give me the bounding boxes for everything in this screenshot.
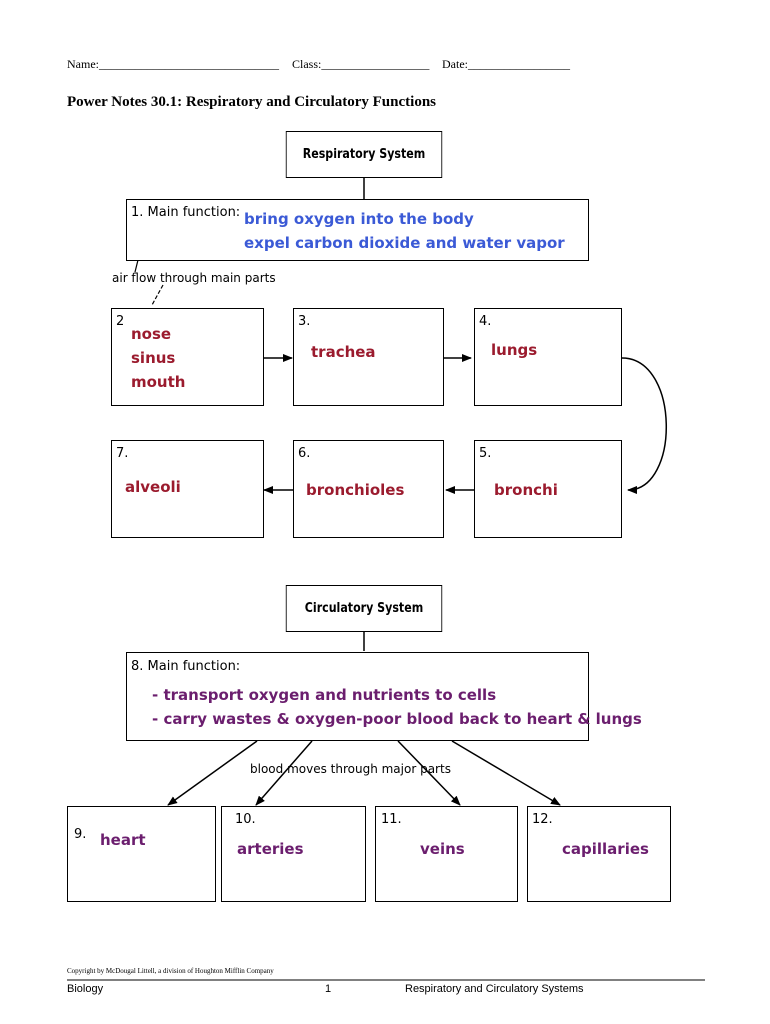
respiratory-function-line-1: bring oxygen into the body — [244, 210, 474, 228]
box-4-number: 4. — [479, 314, 492, 329]
box-4-answer: lungs — [491, 341, 538, 359]
respiratory-box-5: 5. bronchi — [474, 440, 622, 538]
date-field-label: Date:_________________ — [442, 57, 570, 71]
box-6-number: 6. — [298, 446, 311, 461]
box-10-number: 10. — [235, 812, 256, 827]
footer-chapter: Respiratory and Circulatory Systems — [405, 983, 584, 995]
circulatory-box-11: 11. veins — [375, 806, 518, 902]
respiratory-system-title-box: Respiratory System — [285, 131, 443, 178]
circulatory-box-12: 12. capillaries — [527, 806, 671, 902]
box-11-number: 11. — [381, 812, 402, 827]
respiratory-box-3: 3. trachea — [293, 308, 444, 406]
class-field-label: Class:__________________ — [292, 57, 430, 71]
box-9-answer: heart — [100, 831, 146, 849]
circulatory-function-line-2: - carry wastes & oxygen-poor blood back … — [152, 710, 642, 728]
box-2-number: 2 — [116, 314, 125, 329]
box-7-number: 7. — [116, 446, 129, 461]
respiratory-box-2: 2 nose sinus mouth — [111, 308, 264, 406]
circulatory-box-10: 10. arteries — [221, 806, 366, 902]
box-11-answer: veins — [420, 840, 465, 858]
circulatory-system-title: Circulatory System — [304, 601, 424, 616]
circulatory-main-function-box: 8. Main function: - transport oxygen and… — [126, 652, 642, 741]
footer-subject: Biology — [67, 983, 104, 995]
name-field-label: Name:______________________________ — [67, 57, 279, 71]
respiratory-box-6: 6. bronchioles — [293, 440, 444, 538]
box-3-answer: trachea — [311, 343, 376, 361]
box-12-number: 12. — [532, 812, 553, 827]
respiratory-main-function-label: 1. Main function: — [131, 205, 241, 220]
box-12-answer: capillaries — [562, 840, 649, 858]
circulatory-function-line-1: - transport oxygen and nutrients to cell… — [152, 686, 497, 704]
circulatory-system-title-box: Circulatory System — [285, 585, 443, 632]
respiratory-main-function-box: 1. Main function: bring oxygen into the … — [126, 199, 589, 261]
footer-page-number: 1 — [325, 983, 332, 995]
box-6-answer: bronchioles — [306, 481, 405, 499]
respiratory-function-line-2: expel carbon dioxide and water vapor — [244, 234, 565, 252]
page-title: Power Notes 30.1: Respiratory and Circul… — [67, 94, 436, 110]
circulatory-main-function-label: 8. Main function: — [131, 659, 241, 674]
respiratory-box-4: 4. lungs — [474, 308, 622, 406]
box-2-answer-2: sinus — [131, 349, 176, 367]
respiratory-box-7: 7. alveoli — [111, 440, 264, 538]
box-5-number: 5. — [479, 446, 492, 461]
box-7-answer: alveoli — [125, 478, 181, 496]
copyright-notice: Copyright by McDougal Littell, a divisio… — [67, 967, 274, 975]
box-2-answer-1: nose — [131, 325, 172, 343]
box-10-answer: arteries — [237, 840, 304, 858]
box-9-number: 9. — [74, 827, 87, 842]
box-2-answer-3: mouth — [131, 373, 186, 391]
air-flow-label: air flow through main parts — [112, 271, 276, 285]
circulatory-box-9: 9. heart — [67, 806, 216, 902]
box-5-answer: bronchi — [494, 481, 558, 499]
box-3-number: 3. — [298, 314, 311, 329]
blood-flow-label: blood moves through major parts — [250, 762, 451, 776]
respiratory-system-title: Respiratory System — [302, 147, 426, 162]
